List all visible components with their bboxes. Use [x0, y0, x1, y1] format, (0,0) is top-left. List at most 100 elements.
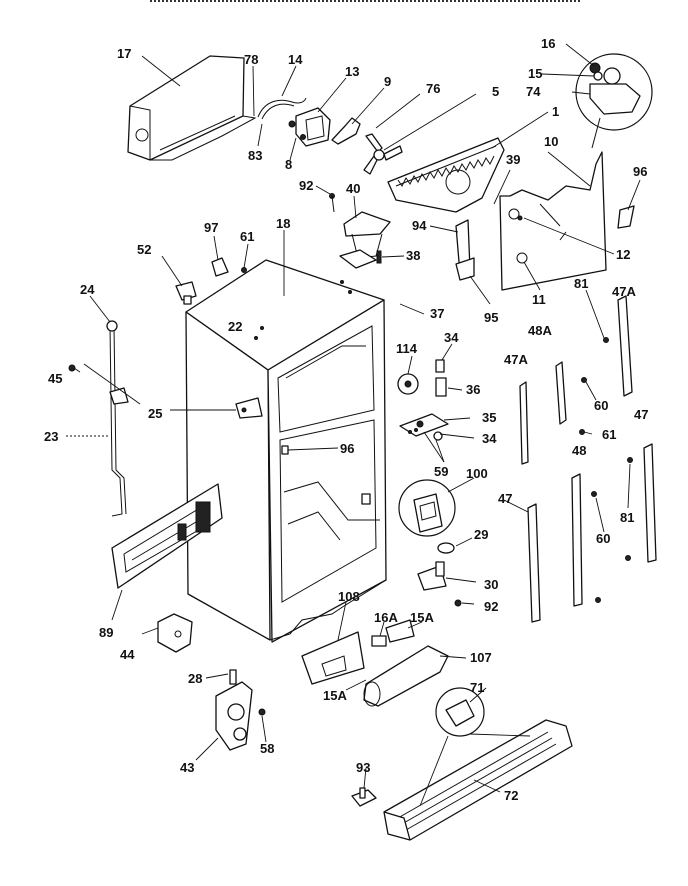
part-17-rear-panel — [127, 55, 257, 161]
part-71-clip — [435, 687, 485, 737]
label-48: 48 — [572, 443, 586, 458]
part-10-back-plate — [499, 151, 607, 291]
label-107: 107 — [470, 650, 492, 665]
label-97: 97 — [204, 220, 218, 235]
label-1: 1 — [552, 104, 559, 119]
label-60-mid: 60 — [596, 531, 610, 546]
label-10: 10 — [544, 134, 558, 149]
label-47A-right: 47A — [612, 284, 636, 299]
label-8: 8 — [285, 157, 292, 172]
part-94-bracket — [455, 219, 475, 281]
part-16A-socket — [371, 619, 415, 647]
label-61-top: 61 — [240, 229, 254, 244]
part-48A-rail — [555, 361, 567, 425]
label-61-mid: 61 — [602, 427, 616, 442]
label-37: 37 — [430, 306, 444, 321]
label-52: 52 — [137, 242, 151, 257]
label-40: 40 — [346, 181, 360, 196]
part-47A-rail-left — [519, 381, 529, 465]
part-9-bracket — [331, 117, 361, 145]
label-89: 89 — [99, 625, 113, 640]
part-44-block — [157, 613, 193, 653]
part-14-tube — [257, 97, 307, 120]
label-74: 74 — [526, 84, 541, 99]
part-23-drain-tube — [106, 320, 129, 517]
label-45: 45 — [48, 371, 62, 386]
label-16: 16 — [541, 36, 555, 51]
label-94: 94 — [412, 218, 427, 233]
part-35-hinge-plate — [399, 413, 449, 441]
part-114-damper — [397, 373, 419, 395]
part-72-toe-grille — [383, 719, 573, 841]
label-60-top: 60 — [594, 398, 608, 413]
label-108: 108 — [338, 589, 360, 604]
part-47-rail-right — [643, 443, 657, 563]
label-34-top: 34 — [444, 330, 459, 345]
label-35: 35 — [482, 410, 496, 425]
label-17: 17 — [117, 46, 131, 61]
cropped-top-edge — [150, 0, 580, 5]
part-30-lower-hinge — [417, 542, 462, 607]
label-81-mid: 81 — [620, 510, 634, 525]
part-93-clip — [351, 787, 377, 807]
cabinet-body — [185, 259, 387, 643]
label-96-mid: 96 — [340, 441, 354, 456]
label-15A-top: 15A — [410, 610, 434, 625]
label-95: 95 — [484, 310, 498, 325]
part-48-rail — [571, 473, 583, 607]
part-100-latch — [361, 479, 456, 537]
label-58: 58 — [260, 741, 274, 756]
label-15A-bottom: 15A — [323, 688, 347, 703]
part-107-light-shield — [363, 645, 449, 707]
label-47-right: 47 — [634, 407, 648, 422]
label-16A: 16A — [374, 610, 398, 625]
part-108-cover — [301, 631, 365, 685]
callout-labels: 17 78 14 13 9 76 5 16 15 74 1 10 39 83 8… — [44, 36, 648, 803]
label-11: 11 — [532, 292, 546, 307]
label-76: 76 — [426, 81, 440, 96]
label-59: 59 — [434, 464, 448, 479]
part-47A-rail-right — [617, 295, 633, 397]
part-92-screw-top — [329, 193, 335, 213]
part-97-clip — [211, 257, 229, 277]
part-36-hinge-pin — [435, 359, 447, 397]
label-93: 93 — [356, 760, 370, 775]
label-14: 14 — [288, 52, 303, 67]
label-72: 72 — [504, 788, 518, 803]
part-1-evaporator-cover — [387, 137, 505, 213]
label-18: 18 — [276, 216, 290, 231]
part-96-clip-mid — [281, 445, 289, 455]
label-100: 100 — [466, 466, 488, 481]
label-13: 13 — [345, 64, 359, 79]
label-48A: 48A — [528, 323, 552, 338]
label-83: 83 — [248, 148, 262, 163]
part-61-screw-top — [241, 267, 247, 273]
part-13-fan-motor — [288, 107, 331, 147]
label-28: 28 — [188, 671, 202, 686]
label-15: 15 — [528, 66, 542, 81]
part-25-hinge — [235, 397, 263, 419]
part-40-bracket — [343, 211, 391, 259]
label-29: 29 — [474, 527, 488, 542]
part-38-screw — [339, 249, 382, 269]
label-22: 22 — [228, 319, 242, 334]
label-81-top: 81 — [574, 276, 588, 291]
label-44: 44 — [120, 647, 135, 662]
part-96-clip-top — [617, 205, 635, 229]
label-30: 30 — [484, 577, 498, 592]
part-74-light-assembly — [575, 53, 653, 149]
label-9: 9 — [384, 74, 391, 89]
part-45-screw — [68, 364, 76, 372]
label-71: 71 — [470, 680, 484, 695]
leader-lines — [66, 43, 641, 807]
label-38: 38 — [406, 248, 420, 263]
label-78: 78 — [244, 52, 258, 67]
fan-blade — [363, 133, 403, 175]
label-114: 114 — [396, 341, 418, 356]
label-47-left: 47 — [498, 491, 512, 506]
part-89-control-panel — [111, 483, 223, 589]
label-43: 43 — [180, 760, 194, 775]
part-52-knob — [175, 281, 197, 305]
part-47-rail-left — [527, 503, 541, 623]
